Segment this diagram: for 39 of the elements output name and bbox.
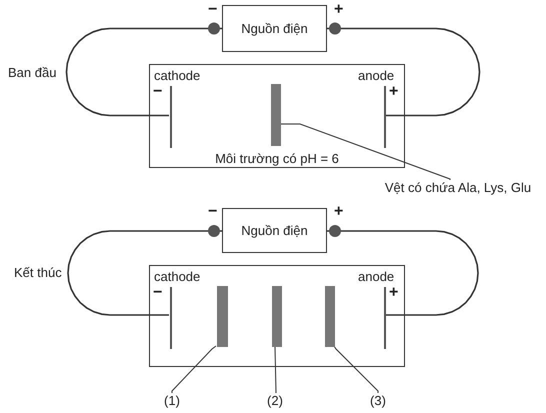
band-label: (1) (161, 393, 183, 409)
sample-band (272, 286, 282, 347)
polarity-sign: − (153, 285, 162, 301)
sample-label: Vệt có chứa Ala, Lys, Glu (372, 180, 544, 196)
polarity-sign: + (389, 84, 398, 100)
sample-band (325, 286, 335, 347)
electrode-label: cathode (154, 68, 200, 84)
polarity-sign: + (334, 204, 344, 220)
band-label: (3) (367, 393, 389, 409)
electrophoresis-tank (149, 265, 405, 367)
power-source-box: Nguồn điện (222, 208, 327, 253)
wire (327, 230, 479, 316)
leader-line (172, 346, 216, 394)
wire (66, 28, 222, 116)
polarity-sign: − (153, 84, 162, 100)
electrode-line (384, 86, 386, 148)
electrode-line (170, 86, 172, 148)
electrode-label: anode (358, 269, 394, 285)
leader-line (280, 124, 450, 180)
polarity-sign: − (208, 204, 218, 220)
electrode-label: cathode (154, 269, 200, 285)
electrode-label: anode (358, 68, 394, 84)
power-source-box: Nguồn điện (222, 5, 327, 52)
leader-line (334, 346, 378, 394)
sample-band (217, 286, 228, 347)
medium-label: Môi trường có pH = 6 (214, 151, 340, 167)
stage-label: Ban đầu (8, 65, 56, 81)
stage-label: Kết thúc (14, 265, 62, 281)
wire (67, 230, 222, 316)
polarity-sign: + (334, 2, 344, 18)
electrode-line (384, 287, 386, 349)
wire (327, 28, 480, 116)
leader-line (274, 346, 276, 394)
electrophoresis-tank (149, 64, 405, 168)
polarity-sign: − (208, 2, 218, 18)
electrode-line (170, 287, 172, 349)
polarity-sign: + (389, 285, 398, 301)
band-label: (2) (264, 393, 286, 409)
sample-band (271, 84, 281, 146)
